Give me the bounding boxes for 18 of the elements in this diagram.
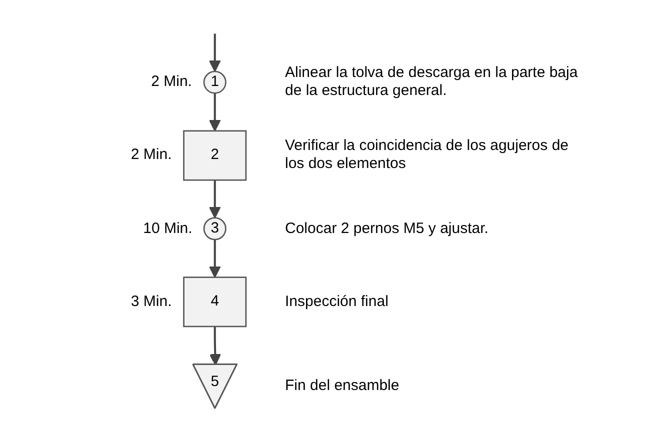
duration-label: 2 Min.	[151, 73, 192, 92]
step-description: Colocar 2 pernos M5 y ajustar.	[285, 220, 490, 238]
duration-label: 10 Min.	[143, 220, 192, 238]
duration-label: 2 Min.	[130, 146, 172, 164]
arrow	[209, 180, 221, 218]
step-description: Inspección final	[285, 292, 390, 311]
step-description: Fin del ensamble	[285, 377, 400, 396]
node-circle: 1	[203, 70, 227, 94]
node-box: 2	[183, 130, 247, 181]
step-description: Alinear la tolva de descarga en la parte baja de la estructura general.	[285, 64, 579, 100]
arrow	[209, 240, 221, 278]
step-description: Verificar la coincidencia de los agujeros de los dos elementos	[285, 137, 570, 174]
node-circle: 3	[203, 217, 227, 240]
arrow	[209, 326, 222, 366]
duration-label: 3 Min.	[130, 292, 172, 311]
node-box: 4	[183, 276, 247, 328]
arrow	[209, 34, 221, 72]
arrow	[209, 93, 221, 132]
